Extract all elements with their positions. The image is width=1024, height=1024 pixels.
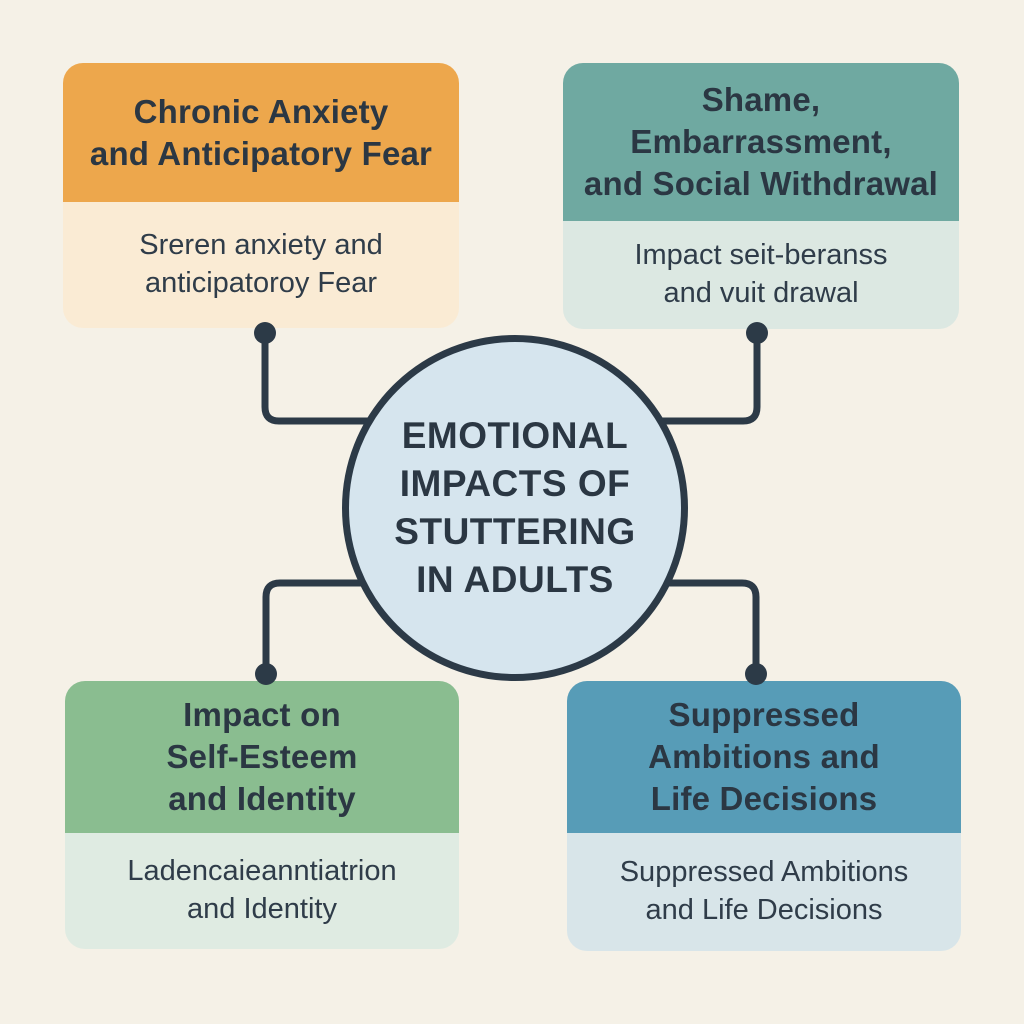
connector-top-right <box>658 322 768 425</box>
node-shame-withdrawal-header: Shame, Embarrassment, and Social Withdra… <box>563 63 959 221</box>
node-self-esteem-identity: Impact on Self-Esteem and Identity Laden… <box>65 681 459 949</box>
diagram-title: EMOTIONAL IMPACTS OF STUTTERING IN ADULT… <box>394 414 636 601</box>
connector-top-left <box>254 322 372 425</box>
node-self-esteem-identity-header: Impact on Self-Esteem and Identity <box>65 681 459 833</box>
node-subtitle: Impact seit-beranss and vuit drawal <box>634 239 888 309</box>
node-title: Chronic Anxiety and Anticipatory Fear <box>89 92 433 172</box>
connector-bottom-left <box>255 579 362 685</box>
node-chronic-anxiety-body: Sreren anxiety and anticipatoroy Fear <box>63 202 459 328</box>
node-title: Impact on Self-Esteem and Identity <box>166 696 358 817</box>
node-suppressed-ambitions-body: Suppressed Ambitions and Life Decisions <box>567 833 961 951</box>
node-title: Suppressed Ambitions and Life Decisions <box>648 696 880 817</box>
node-subtitle: Sreren anxiety and anticipatoroy Fear <box>139 229 383 299</box>
node-shame-withdrawal: Shame, Embarrassment, and Social Withdra… <box>563 63 959 329</box>
node-chronic-anxiety: Chronic Anxiety and Anticipatory Fear Sr… <box>63 63 459 328</box>
node-shame-withdrawal-body: Impact seit-beranss and vuit drawal <box>563 221 959 329</box>
connector-bottom-right <box>668 579 767 685</box>
node-title: Shame, Embarrassment, and Social Withdra… <box>583 81 939 202</box>
node-suppressed-ambitions: Suppressed Ambitions and Life Decisions … <box>567 681 961 951</box>
center-node-circle: EMOTIONAL IMPACTS OF STUTTERING IN ADULT… <box>342 335 688 681</box>
node-subtitle: Ladencaieanntiatrion and Identity <box>127 855 397 925</box>
node-chronic-anxiety-header: Chronic Anxiety and Anticipatory Fear <box>63 63 459 202</box>
node-subtitle: Suppressed Ambitions and Life Decisions <box>619 856 909 926</box>
node-suppressed-ambitions-header: Suppressed Ambitions and Life Decisions <box>567 681 961 833</box>
node-self-esteem-identity-body: Ladencaieanntiatrion and Identity <box>65 833 459 949</box>
